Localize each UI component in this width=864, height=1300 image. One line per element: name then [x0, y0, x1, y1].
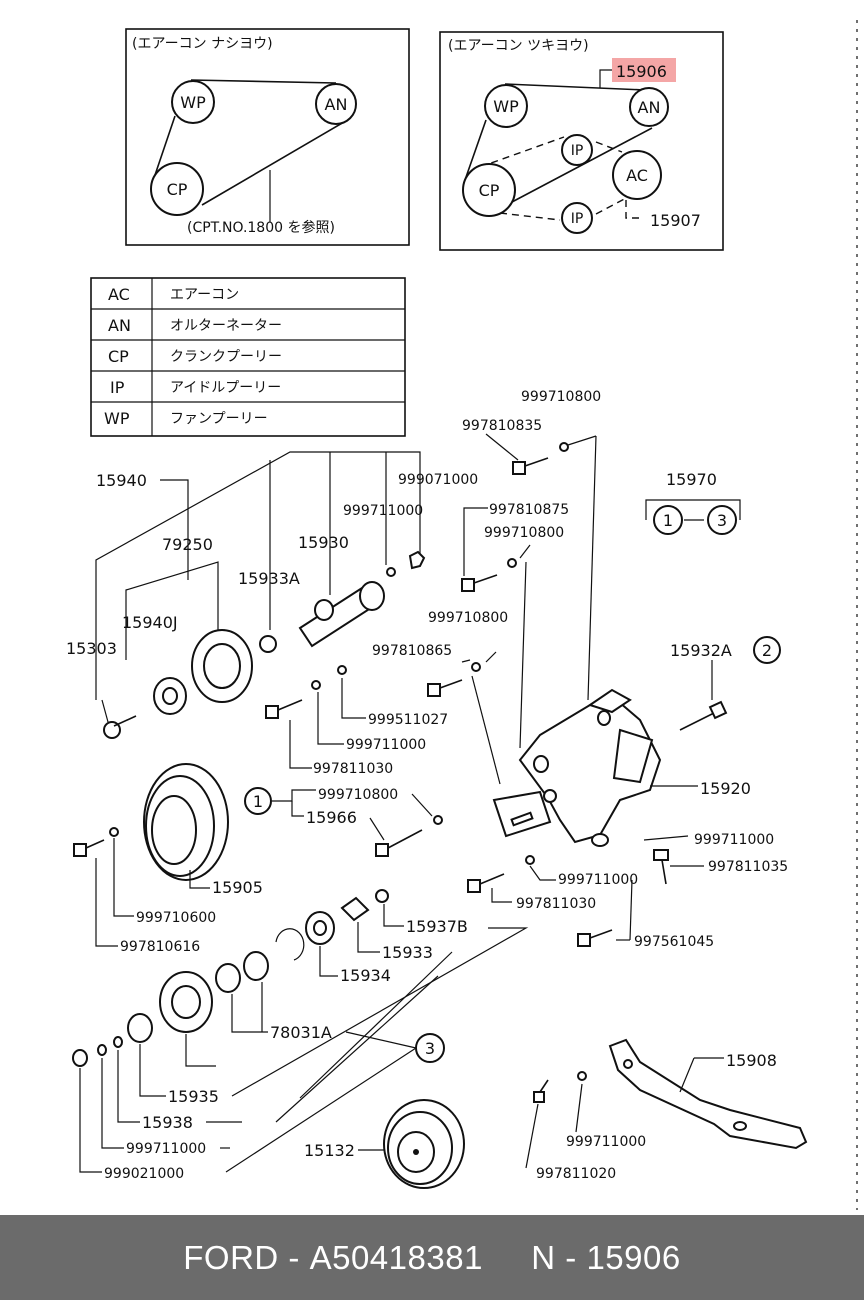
legend-desc: アイドルプーリー	[170, 380, 281, 396]
label-15908: 15908	[726, 1051, 777, 1070]
label-999710800-b: 999710800	[484, 525, 564, 541]
node-wp-r: WP	[493, 97, 519, 116]
label-997811020: 997811020	[536, 1166, 616, 1182]
label-999710600: 999710600	[136, 910, 216, 926]
label-999711000-e: 999711000	[126, 1141, 206, 1157]
highlight-box	[612, 58, 676, 82]
circle-2: 2	[762, 641, 772, 660]
footer-part-no: A50418381	[309, 1238, 483, 1276]
node-an-r: AN	[638, 98, 661, 117]
label-997810875: 997810875	[489, 502, 569, 518]
legend-desc: クランクプーリー	[170, 349, 282, 365]
label-15920: 15920	[700, 779, 751, 798]
label-15940: 15940	[96, 471, 147, 490]
label-15905: 15905	[212, 878, 263, 897]
label-15940J: 15940J	[122, 613, 178, 632]
footer-gap	[483, 1239, 531, 1277]
node-an: AN	[325, 95, 348, 114]
circle-3: 3	[717, 511, 727, 530]
parts-diagram: (エアーコン ナシヨウ) WP AN CP (CPT.NO.1800 を参照) …	[66, 20, 858, 1210]
part-15907: 15907	[650, 211, 701, 230]
label-997561045: 997561045	[634, 934, 714, 950]
label-15966: 15966	[306, 808, 357, 827]
label-999710800-a: 999710800	[521, 389, 601, 405]
label-999711000-b: 999711000	[346, 737, 426, 753]
label-997810865: 997810865	[372, 643, 452, 659]
label-999511027: 999511027	[368, 712, 448, 728]
label-15938: 15938	[142, 1113, 193, 1132]
panel-right-title: (エアーコン ツキヨウ)	[448, 38, 589, 54]
label-999711000-d: 999711000	[558, 872, 638, 888]
circle-1-b: 1	[253, 792, 263, 811]
label-15937B: 15937B	[406, 917, 468, 936]
legend-code: AN	[108, 316, 131, 335]
label-78031A: 78031A	[270, 1023, 332, 1042]
belt-panel-no-aircon: (エアーコン ナシヨウ) WP AN CP (CPT.NO.1800 を参照)	[125, 28, 410, 246]
label-15935: 15935	[168, 1087, 219, 1106]
legend-desc: エアーコン	[170, 287, 239, 303]
label-15933A: 15933A	[238, 569, 300, 588]
legend-code: IP	[110, 378, 125, 397]
bracket-15920	[492, 688, 662, 847]
legend-code: AC	[108, 285, 130, 304]
legend-code: CP	[108, 347, 129, 366]
label-15970: 15970	[666, 470, 717, 489]
node-wp: WP	[180, 93, 206, 112]
bolt	[485, 433, 597, 701]
footer-sep-1: -	[278, 1238, 310, 1276]
panel-left-ref-note: (CPT.NO.1800 を参照)	[187, 219, 335, 236]
bolt	[265, 665, 366, 769]
bolt	[427, 651, 501, 785]
exploded-view: 15940 79250 15930 15933A 15940J 15303 99…	[66, 389, 808, 1189]
circle-1: 1	[663, 511, 673, 530]
legend-table: AC エアーコン AN オルターネーター CP クランクプーリー IP アイドル…	[90, 277, 406, 437]
node-cp-r: CP	[479, 181, 500, 200]
label-999021000: 999021000	[104, 1166, 184, 1182]
label-15303: 15303	[66, 639, 117, 658]
node-cp: CP	[167, 180, 188, 199]
circle-3-b: 3	[425, 1039, 435, 1058]
footer-brand: FORD	[183, 1238, 279, 1276]
label-997810616: 997810616	[120, 939, 200, 955]
footer-ref: N - 15906	[531, 1238, 681, 1276]
label-999071000: 999071000	[398, 472, 478, 488]
node-ip-upper: IP	[571, 143, 584, 159]
belt-panel-with-aircon: (エアーコン ツキヨウ) 15906 WP AN IP CP AC IP 159…	[439, 31, 724, 251]
legend-code: WP	[104, 409, 130, 428]
label-999711000-f: 999711000	[566, 1134, 646, 1150]
label-997811030-a: 997811030	[313, 761, 393, 777]
label-997811030-b: 997811030	[516, 896, 596, 912]
node-ip-lower: IP	[571, 211, 584, 227]
label-15934: 15934	[340, 966, 391, 985]
label-15132: 15132	[304, 1141, 355, 1160]
label-15930: 15930	[298, 533, 349, 552]
legend-desc: ファンプーリー	[170, 411, 268, 427]
label-997811035: 997811035	[708, 859, 788, 875]
legend-desc: オルターネーター	[170, 318, 282, 334]
footer-bar: FORD - A50418381 N - 15906	[0, 1215, 864, 1300]
label-999710800-d: 999710800	[318, 787, 398, 803]
bolt	[461, 507, 531, 749]
label-999711000: 999711000	[343, 503, 423, 519]
label-999710800-c: 999710800	[428, 610, 508, 626]
label-997810835: 997810835	[462, 418, 542, 434]
label-999711000-c: 999711000	[694, 832, 774, 848]
label-79250: 79250	[162, 535, 213, 554]
node-ac: AC	[626, 166, 648, 185]
label-15933: 15933	[382, 943, 433, 962]
panel-left-title: (エアーコン ナシヨウ)	[132, 36, 273, 52]
part-15906-highlight: 15906	[616, 62, 667, 81]
label-15932A: 15932A	[670, 641, 732, 660]
